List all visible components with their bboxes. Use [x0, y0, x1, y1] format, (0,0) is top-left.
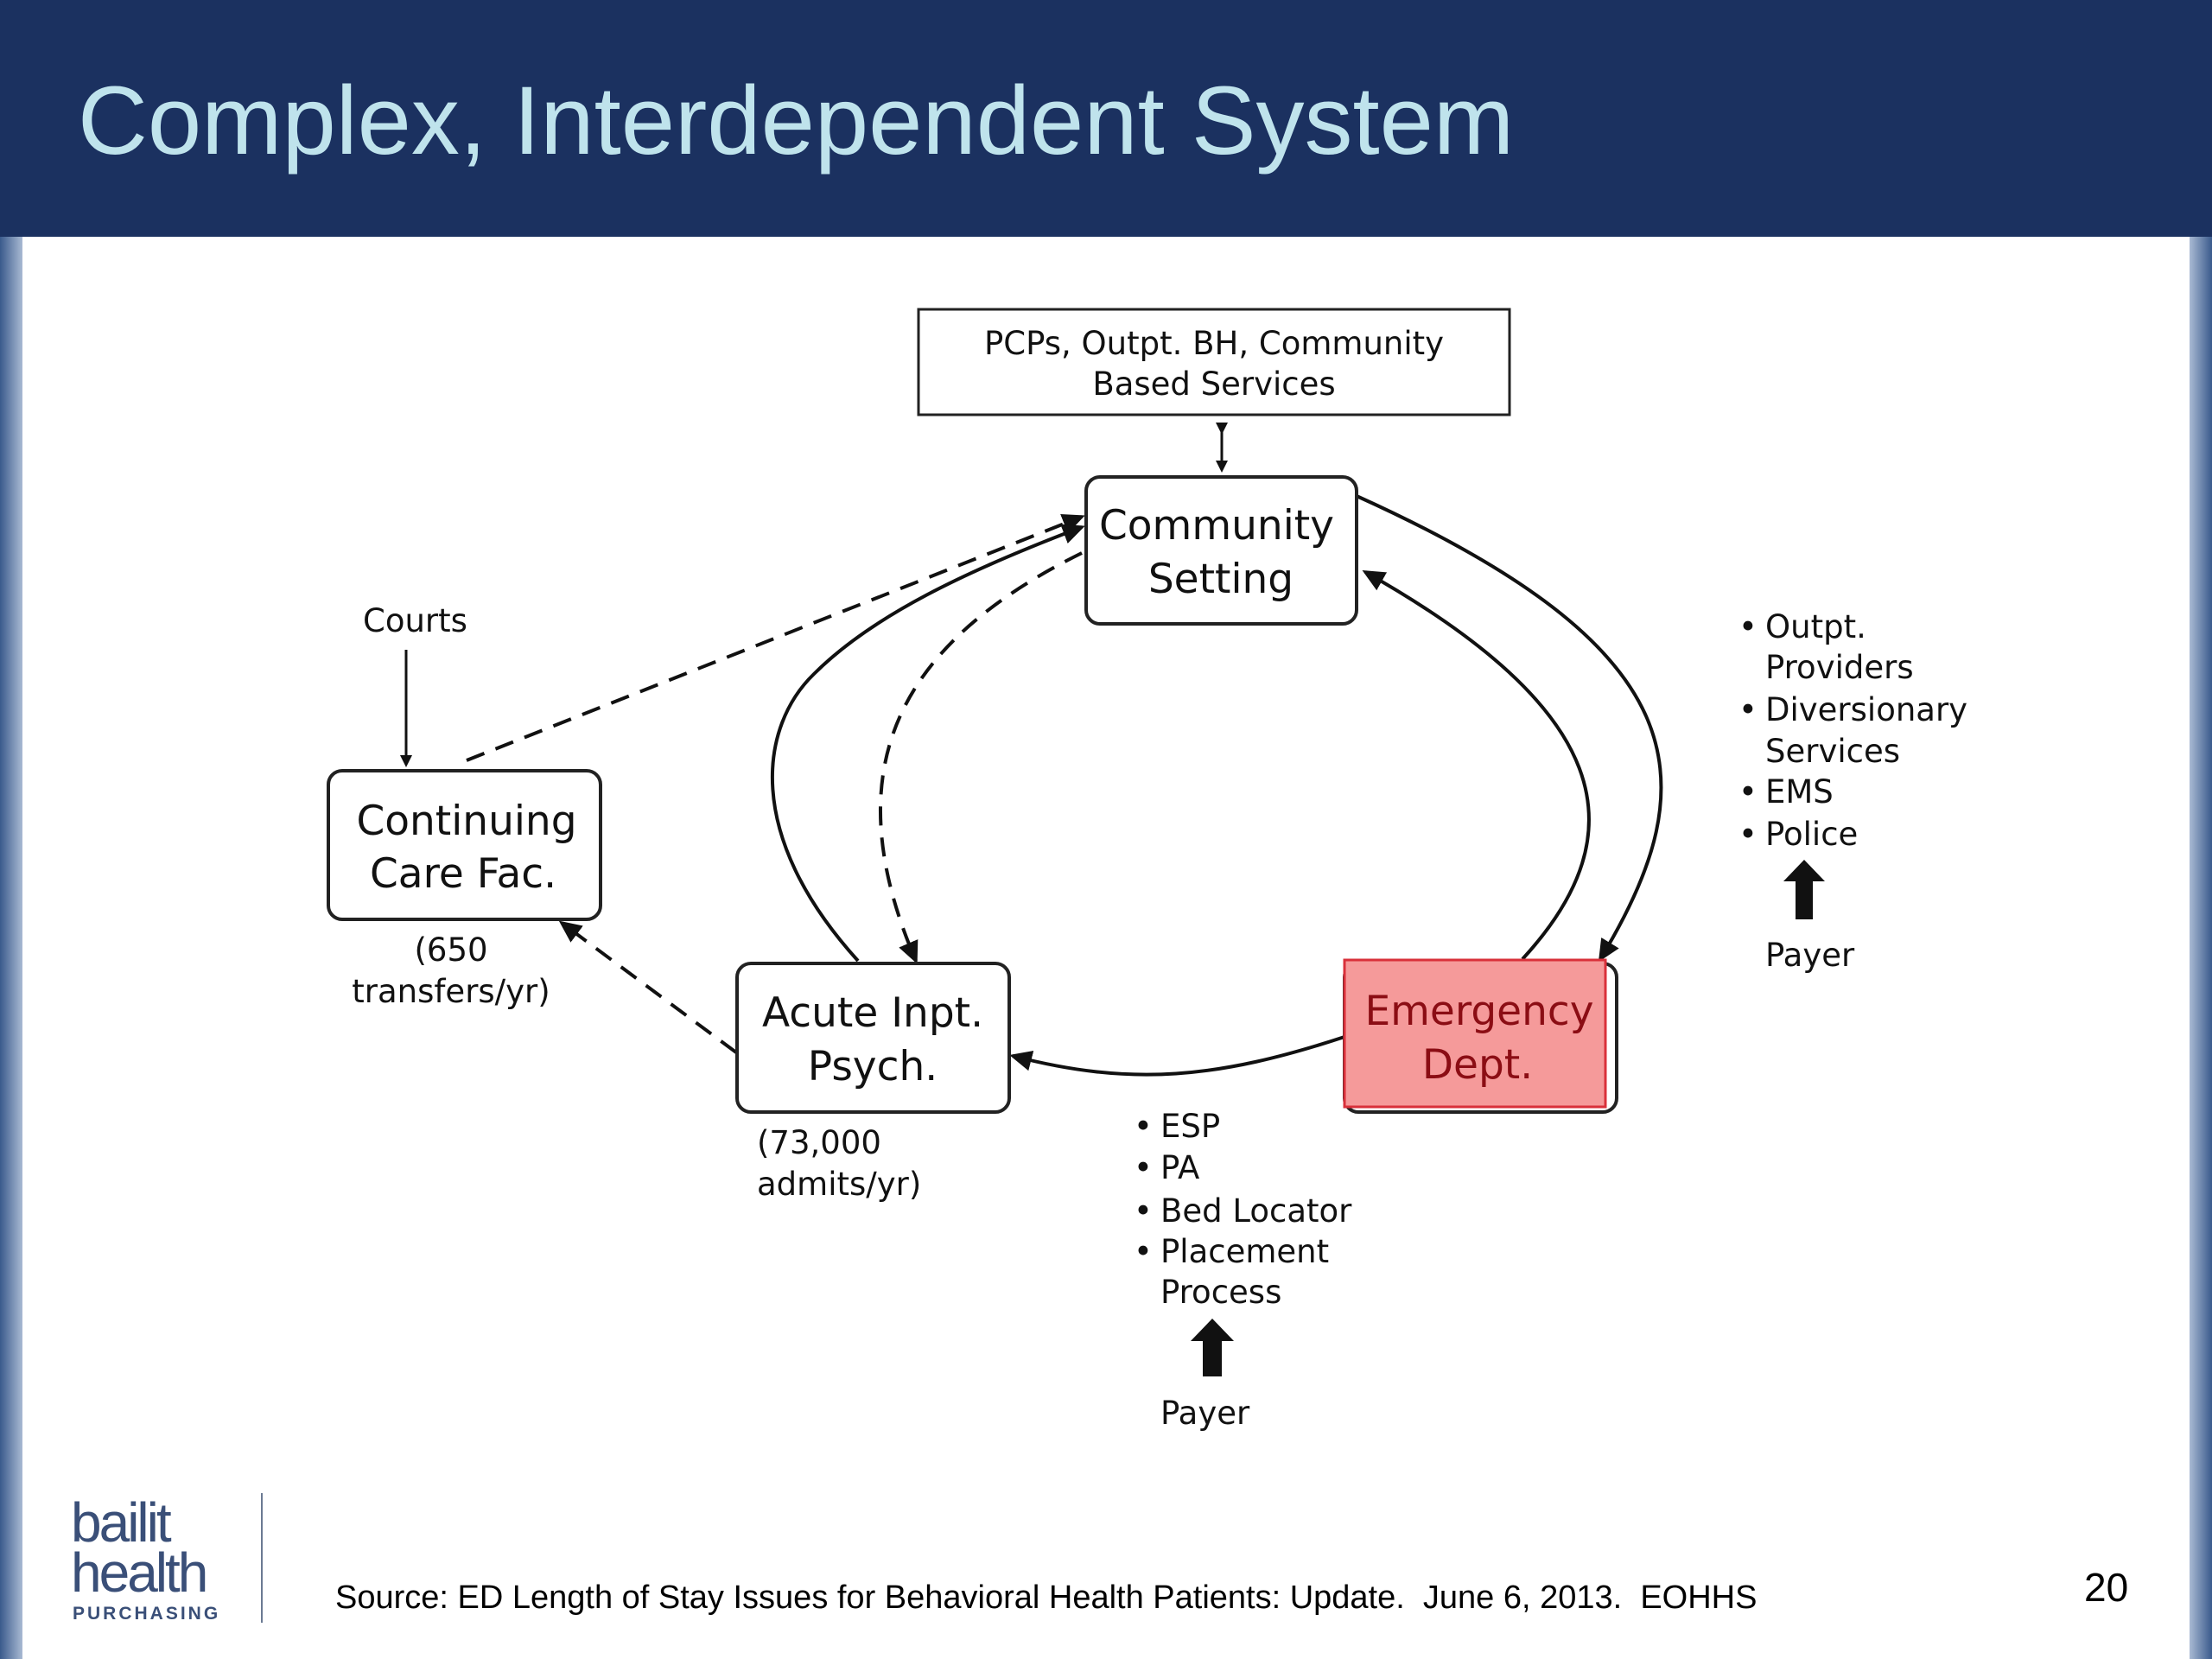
bottom-bullet: • — [1134, 1149, 1153, 1186]
community-to-acute-dashed — [879, 551, 1083, 964]
bottom-list-item: Placement — [1160, 1233, 1329, 1270]
ed-to-acute-solid — [1009, 1035, 1345, 1077]
continuing-label-line1: Continuing — [356, 798, 576, 845]
right-bullet: • — [1738, 608, 1758, 645]
ed-label-line1: Emergency — [1364, 988, 1593, 1035]
page-number: 20 — [2084, 1565, 2129, 1610]
right-payer-arrow-icon — [1783, 860, 1825, 919]
emergency-dept-node: Emergency Dept. — [1343, 958, 1618, 1114]
right-influence-list: • Outpt. Providers • Diversionary Servic… — [1738, 608, 1967, 974]
logo-divider — [261, 1493, 263, 1623]
bottom-bullet: • — [1134, 1233, 1153, 1270]
pcp-label-line1: PCPs, Outpt. BH, Community — [984, 325, 1444, 362]
left-border — [0, 237, 22, 1659]
right-list-item: Diversionary — [1765, 691, 1967, 728]
acute-label-line1: Acute Inpt. — [762, 989, 983, 1037]
logo-line3: PURCHASING — [73, 1604, 221, 1624]
transfers-label-line1: (650 — [414, 931, 487, 969]
right-payer-label: Payer — [1765, 937, 1855, 974]
continuing-care-node: Continuing Care Fac. — [327, 769, 602, 921]
admits-label-line1: (73,000 — [757, 1124, 881, 1161]
right-bullet: • — [1738, 691, 1758, 728]
ed-label-line2: Dept. — [1422, 1041, 1533, 1089]
bottom-bullet: • — [1134, 1192, 1153, 1230]
right-border — [2190, 237, 2212, 1659]
bailit-health-logo: bailit health PURCHASING — [71, 1495, 244, 1624]
bottom-payer-arrow-icon — [1191, 1319, 1234, 1376]
bottom-list-item: PA — [1160, 1149, 1199, 1186]
right-list-item: EMS — [1765, 773, 1834, 810]
bottom-list-item: Process — [1160, 1274, 1281, 1311]
acute-to-continuing-dashed — [558, 920, 738, 1054]
ed-to-community-solid — [1362, 570, 1591, 961]
right-list-item: Police — [1765, 816, 1858, 853]
acute-label-line2: Psych. — [808, 1043, 938, 1090]
admits-label-line2: admits/yr) — [757, 1166, 921, 1203]
pcp-label-line2: Based Services — [1092, 365, 1335, 403]
pcp-node: PCPs, Outpt. BH, Community Based Service… — [917, 308, 1511, 416]
slide-title: Complex, Interdependent System — [78, 67, 1515, 175]
continuing-label-line2: Care Fac. — [370, 850, 556, 898]
right-bullet: • — [1738, 816, 1758, 853]
bottom-payer-label: Payer — [1160, 1395, 1250, 1432]
bottom-influence-list: • ESP • PA • Bed Locator • Placement Pro… — [1134, 1108, 1352, 1432]
source-citation: Source: ED Length of Stay Issues for Beh… — [335, 1580, 1758, 1616]
acute-to-community-solid — [770, 524, 1085, 963]
logo-line2: health — [71, 1541, 208, 1604]
right-list-item: Outpt. — [1765, 608, 1866, 645]
logo-line1: bailit — [71, 1491, 172, 1554]
right-list-item: Providers — [1765, 649, 1914, 686]
bottom-list-item: ESP — [1160, 1108, 1220, 1145]
acute-inpt-node: Acute Inpt. Psych. — [735, 962, 1011, 1114]
bottom-bullet: • — [1134, 1108, 1153, 1145]
bottom-list-item: Bed Locator — [1160, 1192, 1352, 1230]
connectors — [400, 423, 1663, 1077]
community-label-line1: Community — [1099, 502, 1334, 550]
right-list-item: Services — [1765, 733, 1900, 770]
continuing-to-community-dashed — [466, 513, 1085, 762]
courts-label: Courts — [363, 602, 467, 639]
community-to-ed-solid — [1356, 494, 1663, 963]
community-label-line2: Setting — [1148, 556, 1294, 603]
transfers-label-line2: transfers/yr) — [352, 973, 550, 1010]
right-bullet: • — [1738, 773, 1758, 810]
title-bar: Complex, Interdependent System — [0, 0, 2212, 237]
community-setting-node: Community Setting — [1084, 475, 1358, 626]
